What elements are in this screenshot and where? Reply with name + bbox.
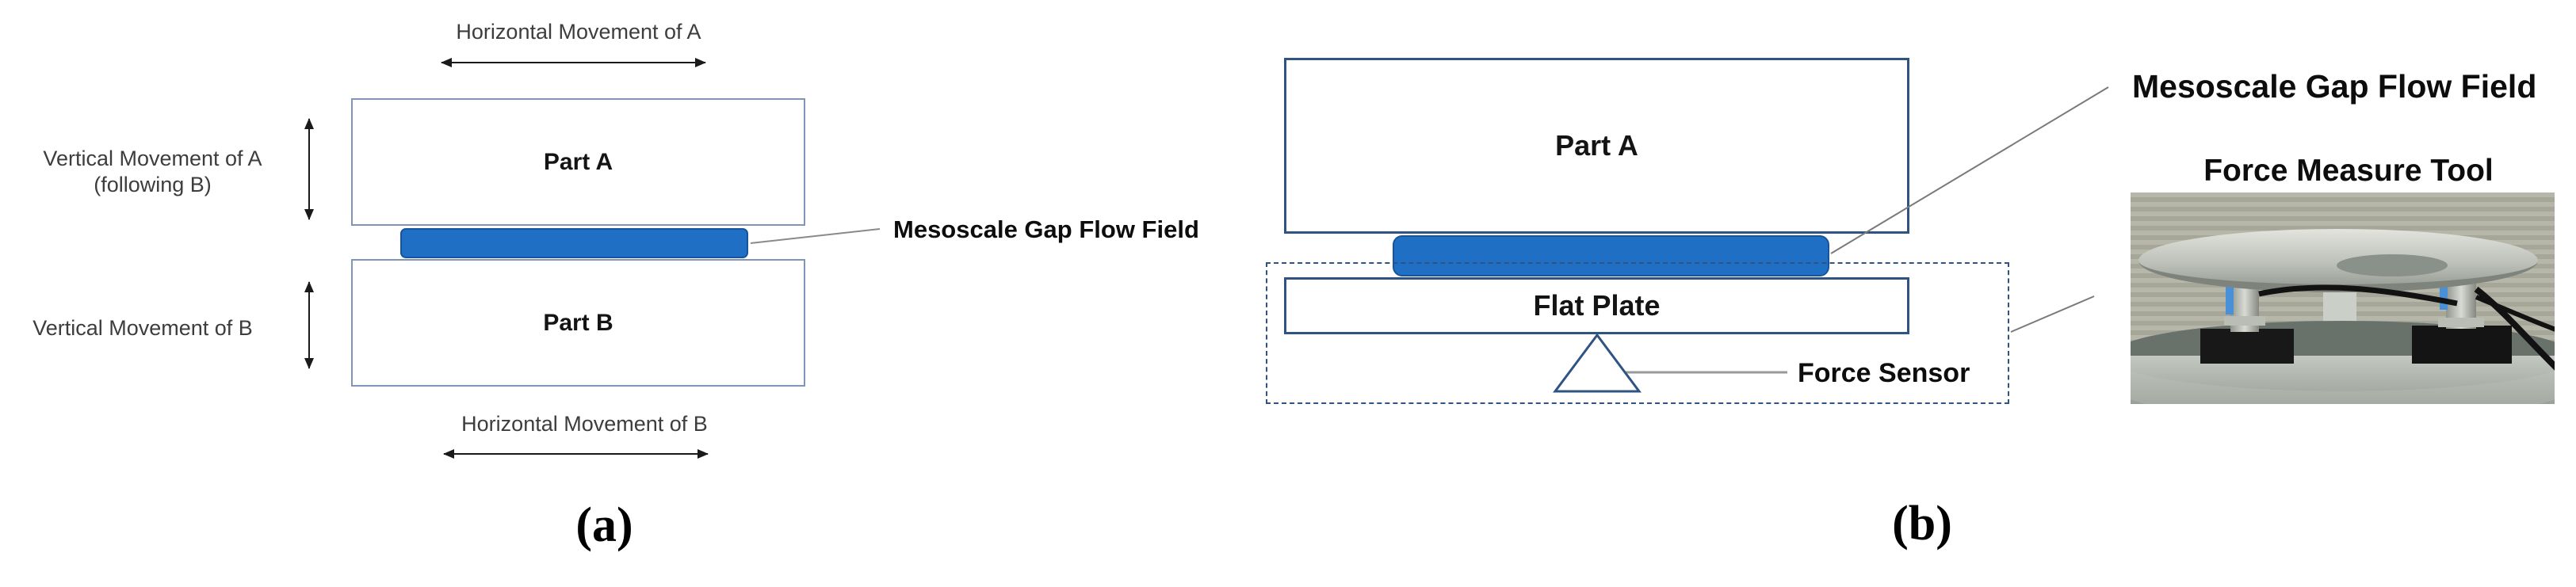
gap-flow-field-label-panel-a: Mesoscale Gap Flow Field	[893, 215, 1199, 243]
photo-right-block	[2412, 326, 2512, 364]
label-vertical-movement-a-line1: Vertical Movement of A	[43, 147, 262, 170]
gap-flow-field-label-right: Mesoscale Gap Flow Field	[2132, 68, 2537, 105]
label-vertical-movement-a: Vertical Movement of A (following B)	[16, 146, 289, 198]
photo-disc-underside	[2138, 261, 2538, 292]
photo-left-blue-stripe	[2226, 281, 2234, 314]
leader-line-force-measure-tool	[2010, 295, 2095, 333]
photo-cable-1	[2258, 284, 2458, 307]
part-a-box-panel-a: Part A	[351, 98, 805, 226]
photo-left-block	[2200, 329, 2294, 364]
caption-b: (b)	[1892, 497, 1952, 551]
photo-top-disc	[2138, 229, 2538, 292]
photo-right-flange	[2438, 318, 2484, 327]
label-vertical-movement-b: Vertical Movement of B	[32, 316, 253, 340]
gap-flow-field-rect-panel-a	[400, 228, 748, 258]
leader-line-gap-label-panel-a	[750, 228, 881, 244]
label-horizontal-movement-a: Horizontal Movement of A	[456, 20, 701, 44]
force-measure-tool-photo	[2107, 192, 2576, 421]
gap-flow-field-rect-panel-b	[1393, 235, 1829, 276]
photo-right-blue-stripe	[2440, 275, 2448, 310]
part-b-label-panel-a: Part B	[543, 309, 613, 336]
force-measure-tool-photo-art	[2107, 192, 2576, 421]
flat-plate-box: Flat Plate	[1284, 277, 1909, 334]
flat-plate-label: Flat Plate	[1533, 289, 1661, 322]
part-a-box-panel-b: Part A	[1284, 58, 1909, 234]
caption-a: (a)	[575, 498, 633, 552]
force-measure-tool-dashed-box	[1266, 262, 2009, 404]
label-vertical-movement-a-line2: (following B)	[94, 173, 212, 196]
force-sensor-label: Force Sensor	[1798, 358, 1970, 388]
part-b-box-panel-a: Part B	[351, 259, 805, 387]
photo-left-flange	[2224, 316, 2265, 326]
photo-disc-recess	[2337, 254, 2448, 276]
part-a-label-panel-b: Part A	[1555, 129, 1638, 162]
label-horizontal-movement-b: Horizontal Movement of B	[461, 412, 708, 436]
photo-cable-2	[2474, 286, 2561, 372]
part-a-label-panel-a: Part A	[543, 148, 613, 175]
force-measure-tool-label: Force Measure Tool	[2203, 154, 2494, 188]
